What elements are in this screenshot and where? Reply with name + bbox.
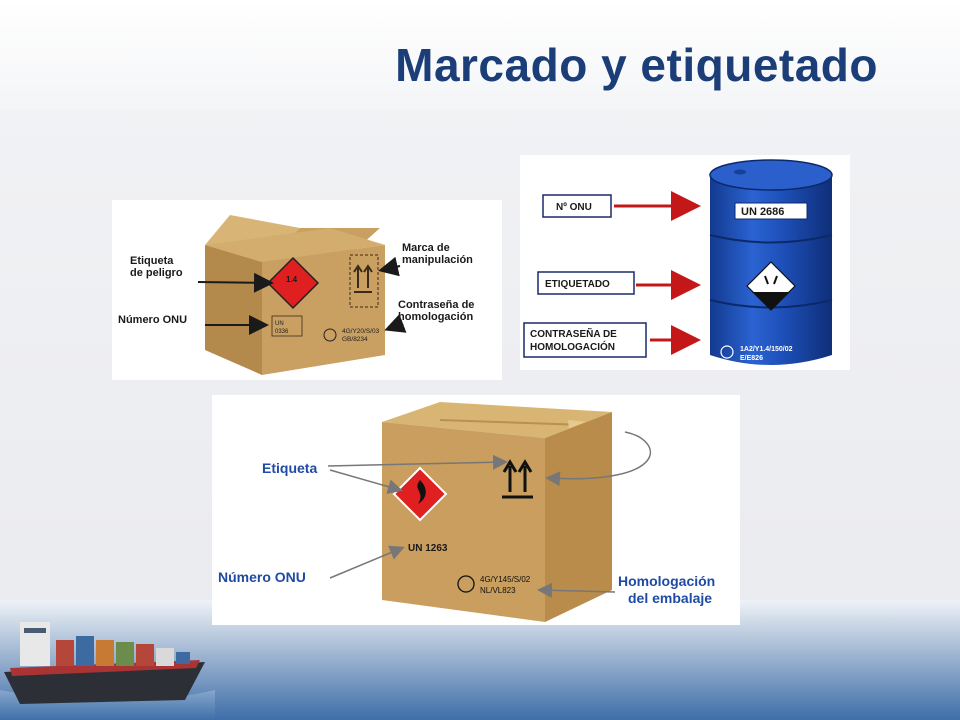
box1-side-left: [205, 245, 262, 375]
box2-label-homologacion-2: del embalaje: [628, 590, 712, 606]
ship-container-stack: [156, 648, 174, 666]
box1-arrows-up-icon: [353, 264, 373, 293]
box2-arrow-numero: [329, 545, 405, 579]
ship-container-stack: [96, 640, 114, 666]
box1-arrow-etiqueta: [197, 272, 274, 293]
box2-label-numero: Número ONU: [218, 569, 306, 585]
drum-code-line2: E/E826: [740, 355, 763, 362]
box2-un-text: UN 1263: [408, 543, 448, 554]
box1-label-etiqueta-1: Etiqueta: [130, 255, 174, 267]
box1-diamond-text: 1.4: [286, 275, 298, 284]
slide-title: Marcado y etiquetado: [395, 39, 878, 91]
box2-side-right: [545, 412, 612, 622]
box1-group: 1.4 UN 0336 4G/Y20/S/03 GB/8234 Etiqueta…: [112, 200, 502, 380]
box1-label-marca-2: manipulación: [402, 254, 473, 266]
drum-label-box-no-onu: [542, 194, 612, 218]
drum-lid: [709, 159, 833, 191]
box2-code-line1: 4G/Y145/S/02: [480, 575, 531, 584]
ship-sea: [0, 668, 215, 720]
drum-label-box-etiquetado: [537, 271, 635, 295]
box2-arrow-homologacion: [537, 582, 616, 598]
box1-un-line2: 0336: [275, 329, 289, 335]
drum-label-contrasena-1: CONTRASEÑA DE: [530, 327, 617, 340]
drum-un-packaging-icon: [720, 345, 734, 359]
box1-label-marca-1: Marca de: [402, 242, 450, 254]
box1-arrow-marca: [378, 256, 401, 277]
ship-container-stack: [56, 640, 74, 666]
drum-label-box-contrasena: [523, 322, 647, 358]
box1-arrow-contrasena: [384, 314, 407, 333]
box2-code-line2: NL/VL823: [480, 586, 516, 595]
drum-code-line1: 1A2/Y1.4/150/02: [740, 346, 793, 353]
box1-top: [205, 228, 385, 262]
ship-container-stack: [136, 644, 154, 666]
drum-hazard-lower-half: [752, 292, 790, 310]
drum-group: UN 2686 1A2/Y1.4/150/02 E/E826 Nº ONU ET…: [520, 155, 850, 370]
box1-un-packaging-icon: [323, 328, 337, 342]
drum-bung: [734, 169, 746, 175]
box1-code-line2: GB/8234: [342, 336, 368, 343]
box1-front: [262, 245, 385, 375]
box2-arrow-etiqueta-diamond: [329, 469, 403, 494]
box2-top: [382, 402, 612, 438]
drum-rib-upper: [709, 234, 833, 244]
ship-container-stack: [76, 636, 94, 666]
ship-bridge-window: [24, 628, 46, 633]
ship-container-stack: [116, 642, 134, 666]
box2-arrow-etiqueta-handling: [327, 454, 508, 470]
drum-corrosive-icon: [764, 275, 778, 285]
drum-label-no-onu: Nº ONU: [556, 202, 592, 213]
box2-label-homologacion-1: Homologación: [618, 573, 715, 589]
drum-label-contrasena-2: HOMOLOGACIÓN: [530, 340, 615, 353]
box2-label-etiqueta: Etiqueta: [262, 460, 317, 476]
box2-un-packaging-icon: [457, 575, 475, 593]
box2-arrow-curved: [545, 431, 652, 487]
box1-label-contrasena-2: homologación: [398, 311, 473, 323]
box1-un-frame: [271, 315, 303, 337]
title-band: [0, 0, 960, 110]
drum-un-text: UN 2686: [741, 206, 784, 218]
drum-un-plate: [734, 202, 808, 220]
box1-label-numero: Número ONU: [118, 314, 187, 326]
box1-hazard-diamond: [266, 256, 320, 310]
box1-label-contrasena-1: Contraseña de: [398, 299, 474, 311]
drum-label-etiquetado: ETIQUETADO: [545, 279, 610, 290]
box1-code-line1: 4G/Y20/S/03: [342, 328, 380, 335]
ship-container-stack: [176, 652, 190, 664]
box2-top-seam: [439, 419, 586, 426]
box2-flame-icon: [417, 480, 426, 504]
box1-un-line1: UN: [275, 321, 284, 327]
container-ship-image: [0, 622, 215, 720]
box1-label-etiqueta-2: de peligro: [130, 267, 183, 279]
box2-arrows-up-icon: [502, 459, 533, 499]
box2-group: UN 1263 4G/Y145/S/02 NL/VL823 Etiqueta N…: [212, 395, 740, 625]
